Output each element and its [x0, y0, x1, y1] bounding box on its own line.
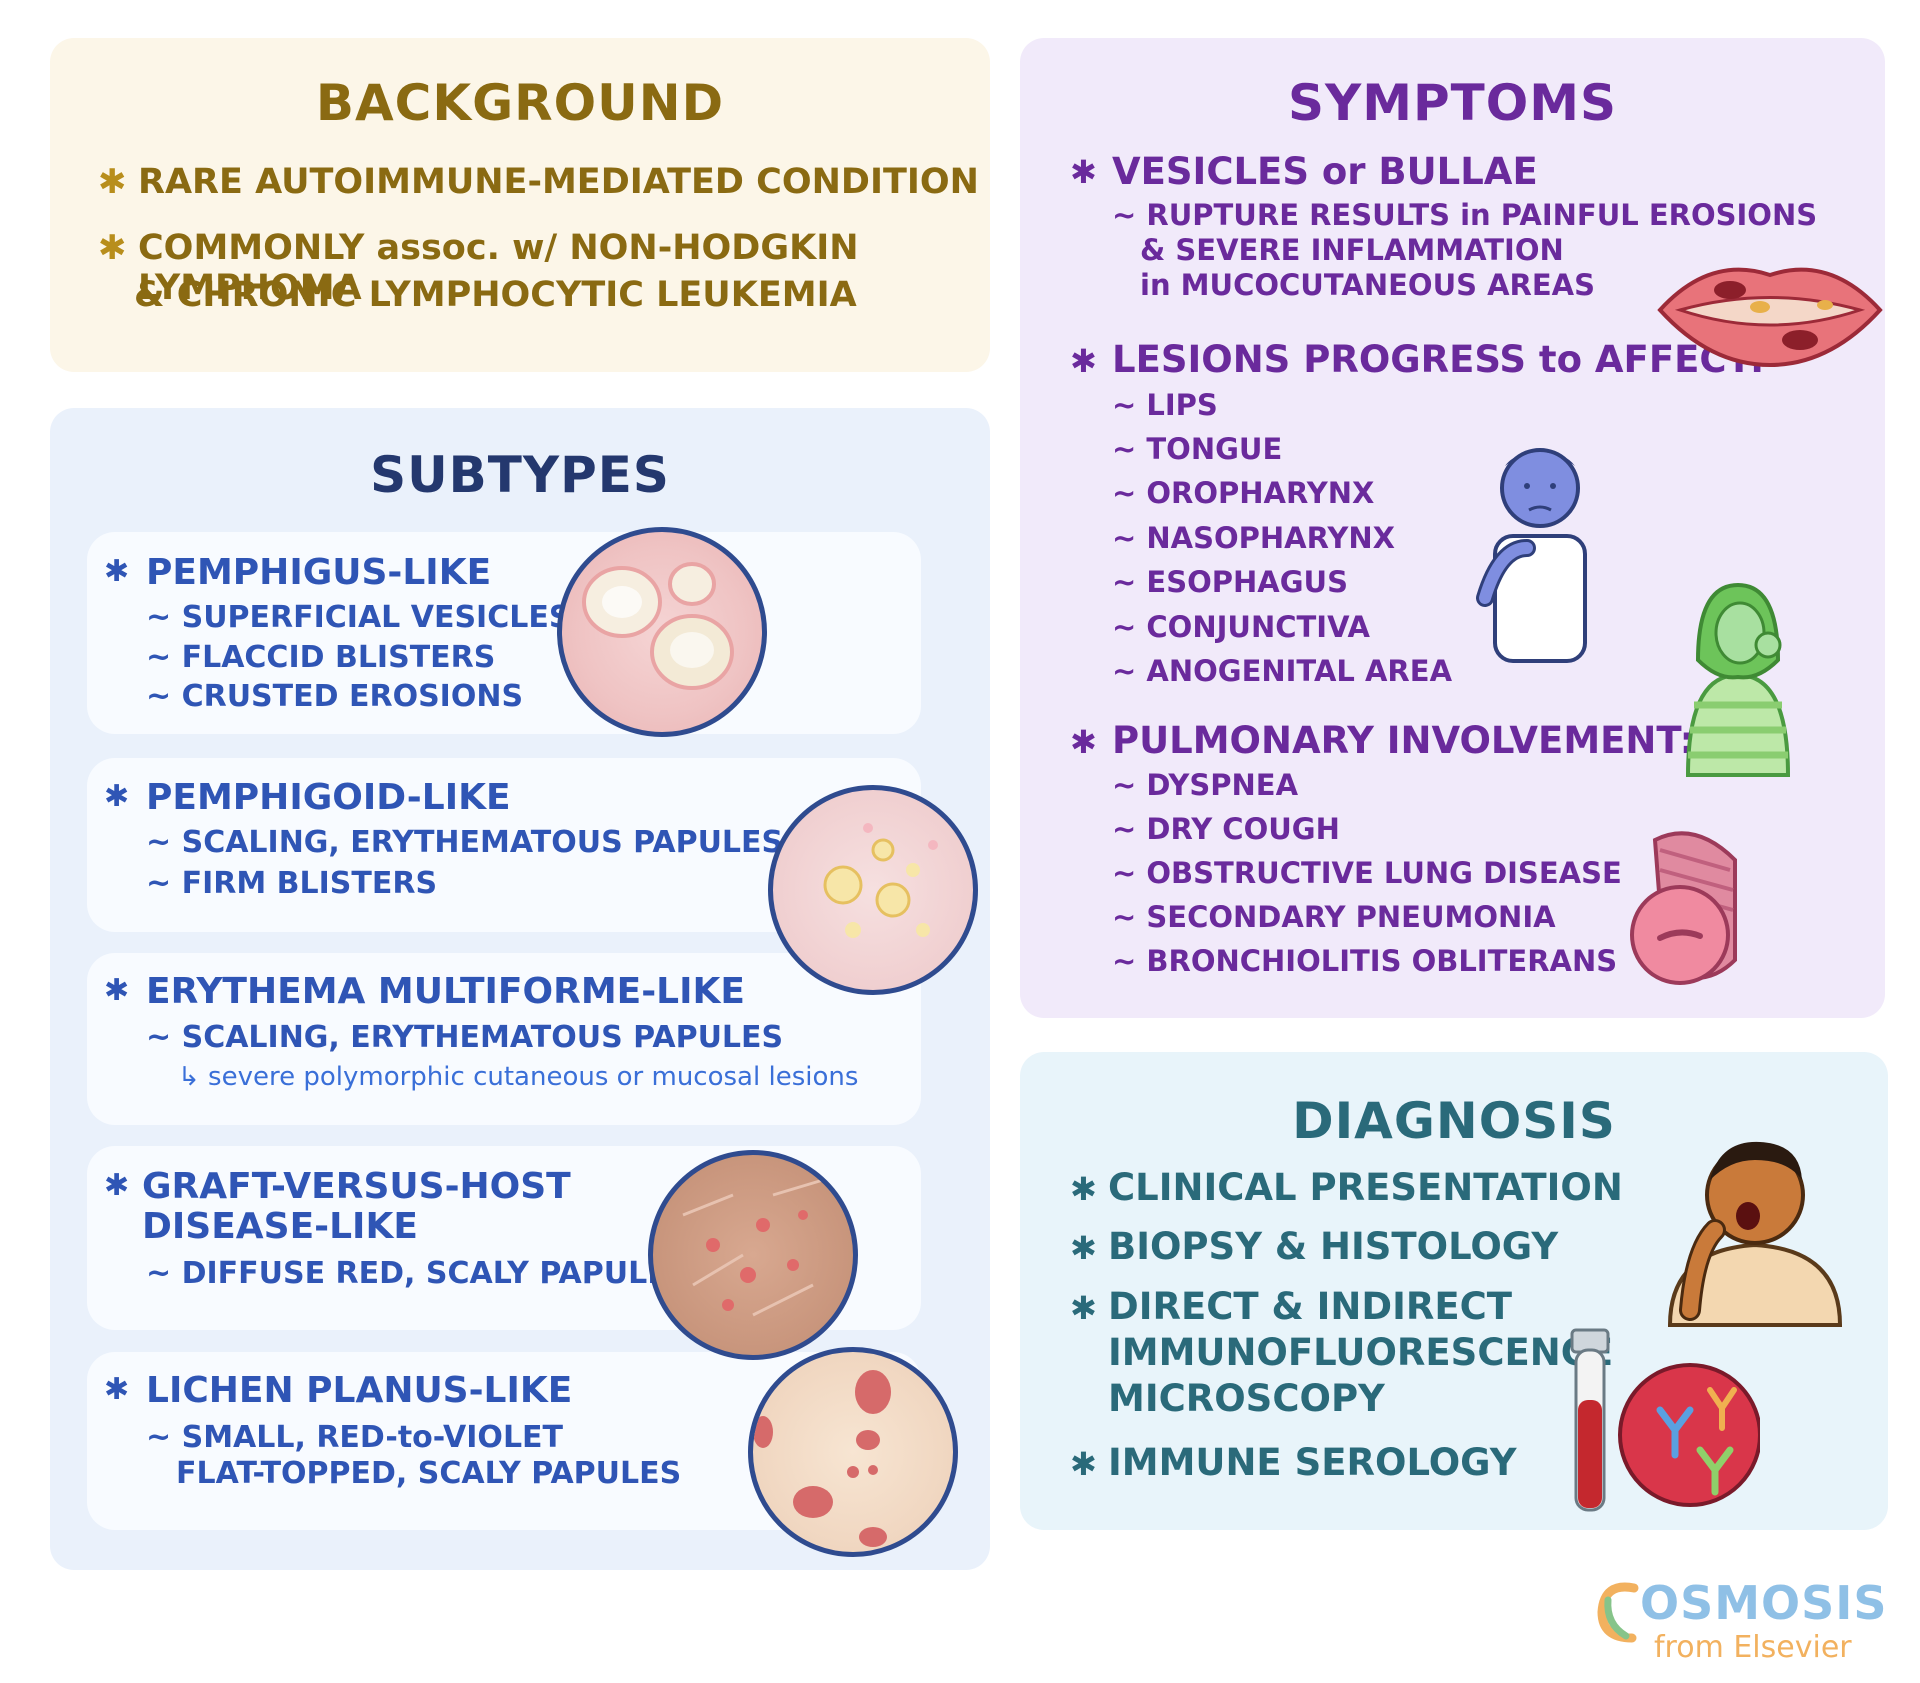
man-sore-throat-illustration — [1476, 448, 1587, 663]
logo-tagline: from Elsevier — [1654, 1630, 1852, 1665]
lips-erosions-illustration — [1657, 267, 1883, 368]
osmosis-logo: OSMOSIS from Elsevier — [1590, 1568, 1900, 1668]
background-panel: BACKGROUND ✱ RARE AUTOIMMUNE-MEDIATED CO… — [50, 38, 990, 372]
asterisk-icon: ✱ — [1070, 1289, 1097, 1327]
asterisk-icon: ✱ — [1070, 342, 1097, 380]
asterisk-icon: ✱ — [104, 554, 130, 589]
logo-brand: OSMOSIS — [1640, 1576, 1888, 1630]
background-title: BACKGROUND — [315, 74, 725, 132]
patient-throat-exam-illustration — [1667, 1141, 1843, 1327]
background-item: COMMONLY assoc. w/ NON-HODGKIN LYMPHOMA — [138, 228, 859, 308]
blood-tube-antibody-illustration — [1570, 1328, 1760, 1512]
lichen-skin-illustration — [748, 1347, 958, 1557]
diagnosis-item: CLINICAL PRESENTATION — [1108, 1166, 1623, 1209]
airway-cross-section-illustration — [1630, 831, 1737, 985]
subtype-title: PEMPHIGUS-LIKE — [146, 552, 492, 593]
lesions-title: LESIONS PROGRESS to AFFECT: — [1112, 338, 1765, 381]
asterisk-icon: ✱ — [1070, 1229, 1097, 1267]
background-item: RARE AUTOIMMUNE-MEDIATED CONDITION — [138, 162, 979, 202]
lesion-site: ~ CONJUNCTIVA — [1112, 610, 1370, 644]
subtype-title: GRAFT-VERSUS-HOST — [142, 1166, 571, 1207]
pemphigus-skin-illustration — [557, 527, 767, 737]
symptoms-title: SYMPTOMS — [1288, 74, 1617, 132]
asterisk-icon: ✱ — [1070, 1445, 1097, 1483]
vesicles-line: in MUCOCUTANEOUS AREAS — [1140, 268, 1596, 302]
subtype-line: ~ FIRM BLISTERS — [146, 866, 438, 901]
asterisk-icon: ✱ — [104, 1372, 130, 1407]
subtype-line: ~ FLACCID BLISTERS — [146, 640, 496, 675]
subtype-title: LICHEN PLANUS-LIKE — [146, 1370, 573, 1411]
lesion-site: ~ OROPHARYNX — [1112, 476, 1375, 510]
pulmonary-item: ~ DRY COUGH — [1112, 812, 1340, 846]
lesion-site: ~ ANOGENITAL AREA — [1112, 654, 1453, 688]
diagnosis-item: MICROSCOPY — [1108, 1377, 1385, 1420]
asterisk-icon: ✱ — [104, 973, 130, 1008]
vesicles-line: & SEVERE INFLAMMATION — [1140, 233, 1564, 267]
subtype-title: PEMPHIGOID-LIKE — [146, 777, 511, 818]
lesion-site: ~ LIPS — [1112, 388, 1218, 422]
subtypes-title: SUBTYPES — [370, 446, 670, 504]
asterisk-icon: ✱ — [98, 228, 127, 268]
subtypes-panel: SUBTYPES ✱ PEMPHIGUS-LIKE ~ SUPERFICIAL … — [50, 408, 990, 1570]
asterisk-icon: ✱ — [104, 779, 130, 814]
subtype-card-pemphigus — [87, 532, 921, 734]
asterisk-icon: ✱ — [98, 162, 127, 202]
subtype-note: ↳ severe polymorphic cutaneous or mucosa… — [178, 1062, 859, 1092]
pulmonary-item: ~ OBSTRUCTIVE LUNG DISEASE — [1112, 856, 1622, 890]
subtype-card-erythema — [87, 953, 921, 1125]
pulmonary-item: ~ BRONCHIOLITIS OBLITERANS — [1112, 944, 1618, 978]
subtype-line: ~ SCALING, ERYTHEMATOUS PAPULES — [146, 825, 784, 860]
asterisk-icon: ✱ — [1070, 723, 1097, 761]
subtype-title: DISEASE-LIKE — [142, 1206, 418, 1247]
lesion-site: ~ TONGUE — [1112, 432, 1283, 466]
subtype-title: ERYTHEMA MULTIFORME-LIKE — [146, 971, 745, 1012]
asterisk-icon: ✱ — [104, 1168, 130, 1203]
lesion-site: ~ NASOPHARYNX — [1112, 521, 1395, 555]
vesicles-line: ~ RUPTURE RESULTS in PAINFUL EROSIONS — [1112, 198, 1818, 232]
background-item: & CHRONIC LYMPHOCYTIC LEUKEMIA — [134, 275, 857, 315]
asterisk-icon: ✱ — [1070, 153, 1097, 191]
diagnosis-item: DIRECT & INDIRECT — [1108, 1285, 1513, 1328]
lesion-site: ~ ESOPHAGUS — [1112, 565, 1348, 599]
diagnosis-item: BIOPSY & HISTOLOGY — [1108, 1225, 1559, 1268]
asterisk-icon: ✱ — [1070, 1170, 1097, 1208]
pemphigoid-skin-illustration — [768, 785, 978, 995]
pulmonary-item: ~ DYSPNEA — [1112, 768, 1299, 802]
vesicles-title: VESICLES or BULLAE — [1112, 150, 1538, 193]
subtype-line: ~ DIFFUSE RED, SCALY PAPULES — [146, 1256, 690, 1291]
subtype-line: ~ SMALL, RED-to-VIOLET — [146, 1420, 564, 1455]
woman-coughing-illustration — [1685, 582, 1791, 777]
diagnosis-title: DIAGNOSIS — [1292, 1092, 1616, 1150]
subtype-line: ~ SCALING, ERYTHEMATOUS PAPULES — [146, 1020, 784, 1055]
symptoms-panel: SYMPTOMS ✱ VESICLES or BULLAE ~ RUPTURE … — [1020, 38, 1885, 1018]
osmosis-logo-mark — [1597, 1582, 1639, 1643]
pulmonary-title: PULMONARY INVOLVEMENT: — [1112, 719, 1695, 762]
graft-skin-illustration — [648, 1150, 858, 1360]
pulmonary-item: ~ SECONDARY PNEUMONIA — [1112, 900, 1556, 934]
subtype-line: FLAT-TOPPED, SCALY PAPULES — [176, 1456, 682, 1491]
diagnosis-item: IMMUNOFLUORESCENCE — [1108, 1331, 1614, 1374]
subtype-line: ~ SUPERFICIAL VESICLES — [146, 600, 571, 635]
subtype-line: ~ CRUSTED EROSIONS — [146, 679, 524, 714]
diagnosis-item: IMMUNE SEROLOGY — [1108, 1441, 1517, 1484]
